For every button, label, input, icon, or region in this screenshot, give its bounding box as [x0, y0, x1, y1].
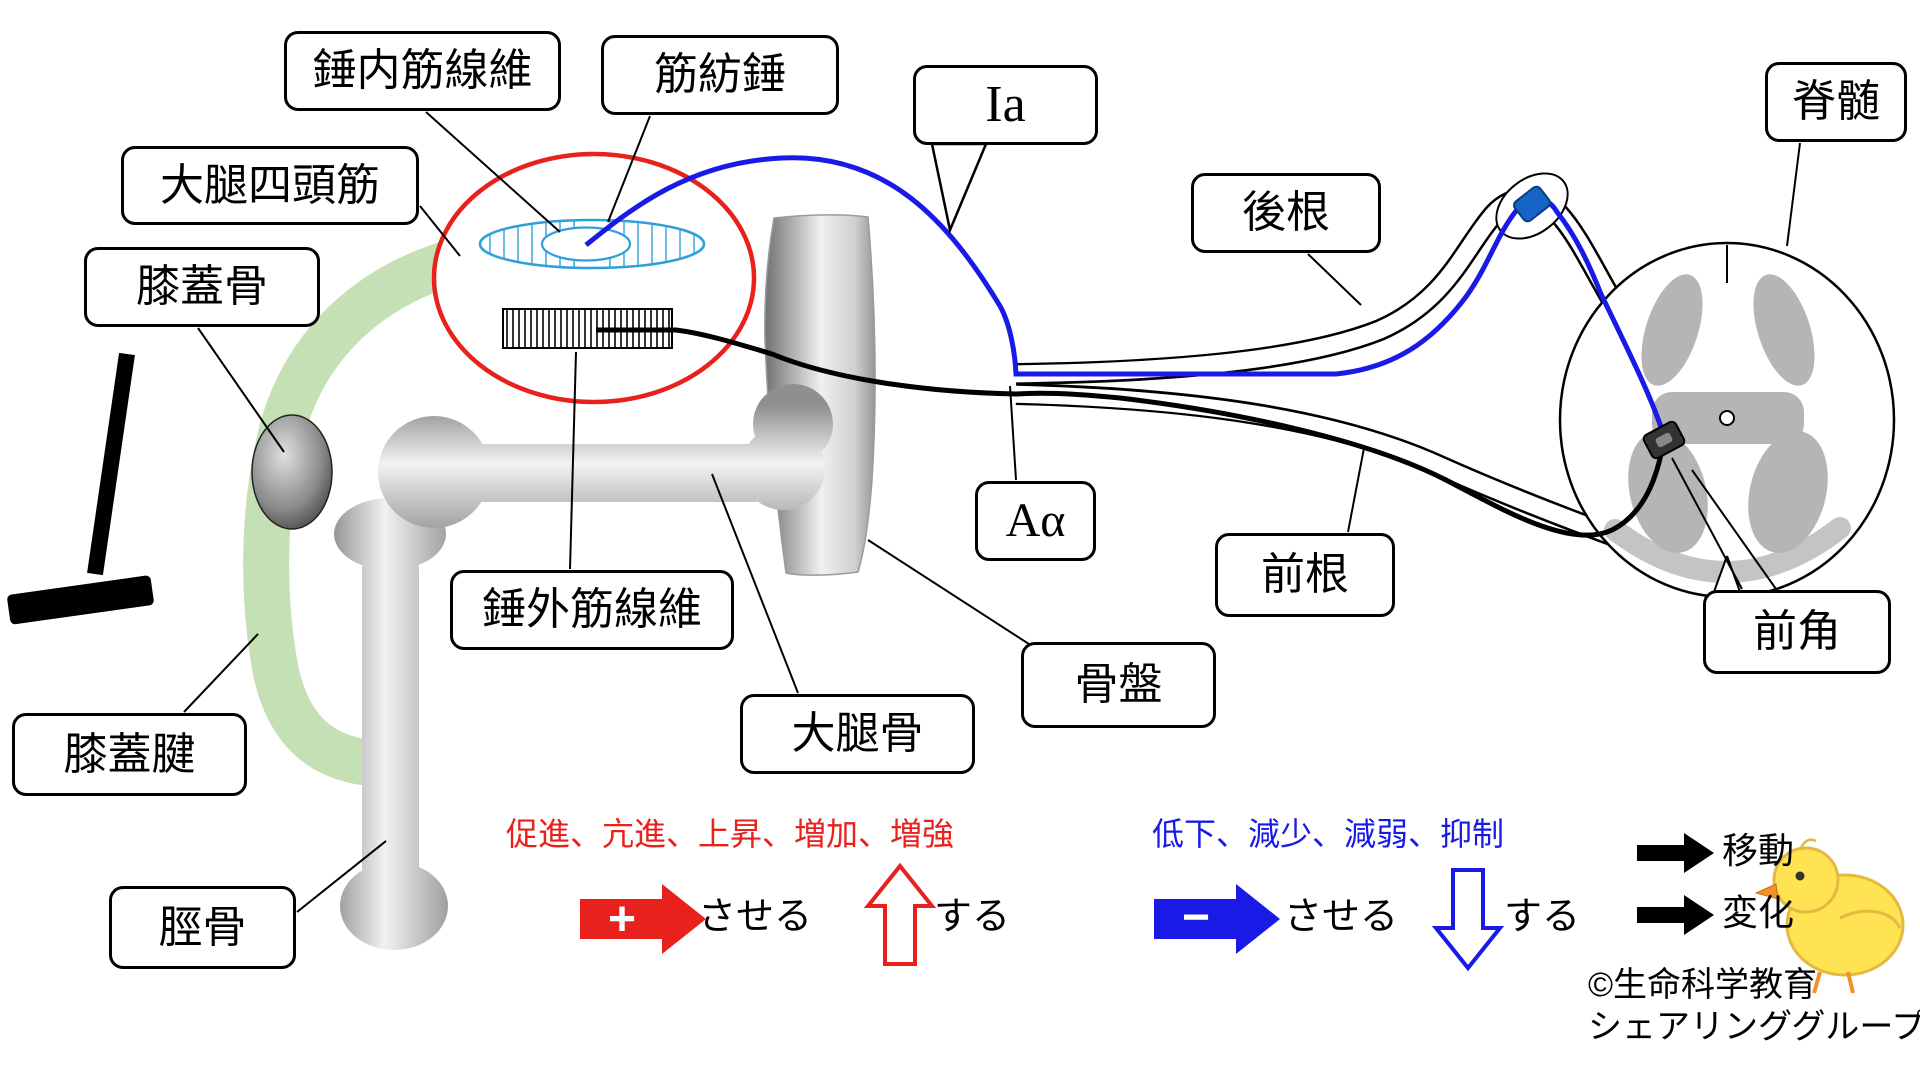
pointer-anterior-horn-2 — [1691, 469, 1777, 590]
ia-afferent-fiber — [584, 155, 1667, 437]
pointer-ia-tail — [930, 142, 988, 235]
callout-quadriceps: 大腿四頭筋 — [121, 146, 419, 225]
increase-do-label: する — [934, 896, 1011, 938]
pointer-extrafusal — [569, 351, 577, 570]
callout-muscle-spindle: 筋紡錘 — [601, 35, 839, 115]
callout-ventral-root: 前根 — [1215, 533, 1395, 617]
callout-a-alpha: Aα — [975, 481, 1096, 561]
credit-line-2: シェアリンググループ — [1588, 1008, 1920, 1046]
change-label: 変化 — [1722, 892, 1795, 933]
pointer-tibia — [296, 840, 387, 913]
callout-patella: 膝蓋骨 — [84, 247, 320, 327]
pointer-a-alpha — [1009, 385, 1017, 481]
increase-arrow-icon — [580, 884, 706, 954]
decrease-terms-label: 低下、減少、減弱、抑制 — [1152, 816, 1505, 852]
callout-intrafusal-fiber: 錘内筋線維 — [284, 31, 561, 111]
increase-cause-label: させる — [698, 896, 813, 938]
increase-up-arrow-icon — [863, 862, 937, 966]
central-canal — [1719, 410, 1735, 426]
patella-shape — [251, 414, 333, 530]
spinal-cord-section — [1558, 241, 1896, 601]
chick-beak — [1754, 883, 1779, 900]
pointer-ventral-root — [1347, 447, 1365, 533]
callout-femur: 大腿骨 — [740, 694, 975, 774]
gray-matter — [1628, 274, 1828, 553]
tibia-bone — [334, 498, 448, 950]
pointer-intrafusal — [425, 111, 561, 233]
chick-eye — [1795, 871, 1805, 881]
callout-dorsal-root: 後根 — [1191, 173, 1381, 253]
change-arrow-icon — [1637, 895, 1714, 935]
callout-pointers — [183, 111, 1801, 913]
pointer-quadriceps — [419, 205, 461, 257]
femur-bone — [378, 384, 833, 528]
callout-extrafusal-fiber: 錘外筋線維 — [450, 570, 734, 650]
chick-illustration — [1754, 838, 1905, 994]
pointer-anterior-horn-1 — [1671, 457, 1743, 590]
sensory-neuron-cell-body — [1513, 185, 1551, 223]
pointer-spindle — [607, 115, 651, 223]
pointer-dorsal-root — [1307, 253, 1362, 306]
decrease-do-label: する — [1504, 896, 1581, 938]
motor-neuron-cell-body — [1642, 420, 1686, 460]
muscle-spindle-capsule — [431, 151, 757, 405]
callout-pelvis: 骨盤 — [1021, 642, 1216, 728]
callout-patellar-tendon: 膝蓋腱 — [12, 713, 247, 796]
intrafusal-fiber-shape — [478, 218, 706, 270]
pointer-pelvis — [867, 539, 1033, 647]
callout-ia-afferent: Ia — [913, 65, 1098, 145]
increase-terms-label: 促進、亢進、上昇、増加、増強 — [506, 816, 955, 852]
pointer-tendon — [183, 633, 259, 713]
callout-anterior-horn: 前角 — [1703, 590, 1891, 674]
move-label: 移動 — [1722, 830, 1795, 871]
move-arrow-icon — [1637, 833, 1714, 873]
credit-line-1: ©生命科学教育 — [1588, 966, 1818, 1004]
reflex-hammer-icon — [7, 352, 154, 625]
callout-tibia: 脛骨 — [109, 886, 296, 969]
decrease-minus-glyph: − — [1182, 891, 1210, 944]
a-alpha-efferent-fiber — [596, 327, 1667, 538]
pointer-femur — [711, 473, 799, 694]
decrease-cause-label: させる — [1284, 896, 1399, 938]
pointer-patella — [197, 327, 285, 453]
pointer-spinal-cord — [1786, 142, 1801, 247]
decrease-down-arrow-icon — [1431, 868, 1505, 972]
callout-spinal-cord: 脊髄 — [1765, 62, 1907, 142]
decrease-arrow-icon — [1154, 884, 1280, 954]
increase-plus-glyph: + — [608, 893, 636, 946]
